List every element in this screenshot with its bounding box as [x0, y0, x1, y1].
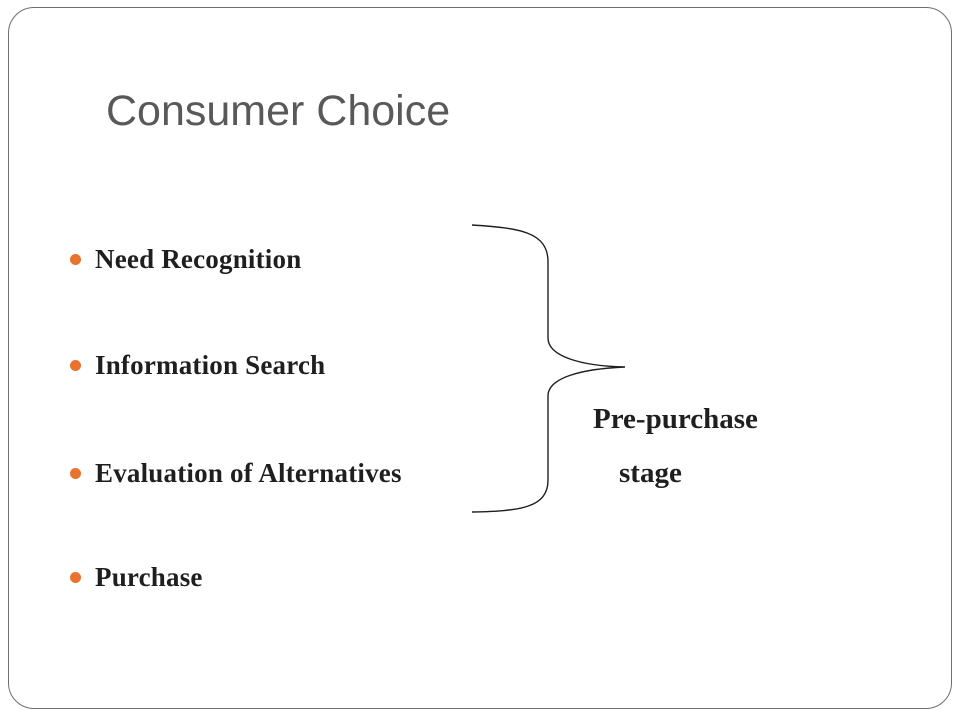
bullet-item-evaluation-of-alternatives: Evaluation of Alternatives: [70, 455, 402, 491]
bullet-item-information-search: Information Search: [70, 347, 325, 383]
bullet-label: Evaluation of Alternatives: [95, 457, 402, 488]
bullet-label: Need Recognition: [95, 243, 302, 274]
bullet-label: Information Search: [95, 349, 326, 380]
bullet-item-need-recognition: Need Recognition: [70, 241, 301, 277]
bullet-dot-icon: [70, 359, 81, 371]
slide-title: Consumer Choice: [106, 87, 451, 135]
bullet-dot-icon: [70, 467, 81, 479]
bullet-item-purchase: Purchase: [70, 559, 203, 595]
slide-frame: [8, 7, 952, 709]
brace-label-line-1: Pre-purchase: [593, 403, 758, 435]
bullet-dot-icon: [70, 253, 81, 265]
bullet-dot-icon: [70, 571, 81, 583]
bullet-label: Purchase: [95, 561, 203, 592]
brace-label-line-2: stage: [619, 457, 682, 489]
